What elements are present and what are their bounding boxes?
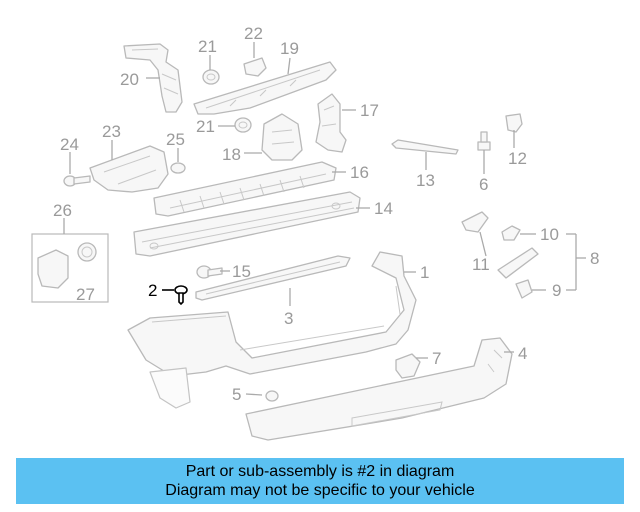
- part-16-absorber: [153, 161, 337, 217]
- callout-8: 8: [590, 249, 599, 268]
- part-17-side-bracket: [315, 93, 347, 153]
- callout-25: 25: [166, 130, 185, 149]
- callout-5: 5: [232, 385, 241, 404]
- part-3-trim: [195, 255, 351, 301]
- part-8-reflector: [497, 247, 539, 279]
- callout-13: 13: [416, 171, 435, 190]
- part-14-reinforcement: [133, 191, 361, 257]
- callout-27: 27: [76, 285, 95, 304]
- part-12-cap: [505, 113, 523, 133]
- part-2-fastener: [174, 285, 188, 306]
- callout-1: 1: [420, 263, 429, 282]
- callout-22: 22: [244, 24, 263, 43]
- part-19-absorber: [193, 61, 337, 115]
- part-21-grommet-lower: [234, 117, 252, 133]
- part-6-stud: [477, 131, 491, 151]
- callout-9: 9: [552, 281, 561, 300]
- part-26-sensor-box: [31, 233, 109, 303]
- part-23-support: [89, 145, 169, 193]
- callout-16: 16: [350, 163, 369, 182]
- banner-line-disclaimer: Diagram may not be specific to your vehi…: [165, 482, 475, 499]
- part-18-guide: [261, 113, 303, 161]
- info-banner: Part or sub-assembly is #2 in diagram Di…: [16, 458, 624, 504]
- callout-20: 20: [120, 70, 139, 89]
- part-13-strip: [391, 139, 459, 155]
- part-7-bracket: [395, 353, 421, 379]
- leader-lines: [63, 42, 586, 396]
- callout-21-upper: 21: [198, 37, 217, 56]
- callout-21-lower: 21: [196, 117, 215, 136]
- callout-2: 2: [148, 281, 157, 300]
- callout-15: 15: [232, 262, 251, 281]
- part-11-bracket: [461, 211, 489, 233]
- callout-7: 7: [432, 349, 441, 368]
- part-5-bolt: [265, 390, 279, 402]
- callout-26: 26: [53, 201, 72, 220]
- callout-4: 4: [518, 344, 527, 363]
- callout-3: 3: [284, 309, 293, 328]
- callout-14: 14: [374, 199, 393, 218]
- part-21-grommet-upper: [202, 69, 220, 85]
- callout-12: 12: [508, 149, 527, 168]
- part-10-clip: [501, 225, 521, 241]
- callout-10: 10: [540, 225, 559, 244]
- part-4-valance: [245, 337, 513, 441]
- callout-19: 19: [280, 39, 299, 58]
- part-15-bolt: [196, 265, 223, 279]
- part-9-socket: [515, 279, 533, 299]
- callout-17: 17: [360, 101, 379, 120]
- part-22-clip: [243, 57, 267, 77]
- callout-labels: 20 21 22 19 21 17 18 23 24 25 16 14 13 6…: [53, 24, 599, 404]
- callout-6: 6: [479, 175, 488, 194]
- callout-11: 11: [472, 255, 490, 274]
- part-1-bumper-cover: [127, 251, 417, 409]
- banner-line-part-number: Part or sub-assembly is #2 in diagram: [185, 463, 455, 480]
- callout-23: 23: [102, 122, 121, 141]
- callout-24: 24: [60, 135, 79, 154]
- part-24-bolt: [63, 175, 91, 187]
- callout-18: 18: [222, 145, 241, 164]
- part-20-bracket: [123, 43, 183, 113]
- part-25-clip: [170, 162, 186, 174]
